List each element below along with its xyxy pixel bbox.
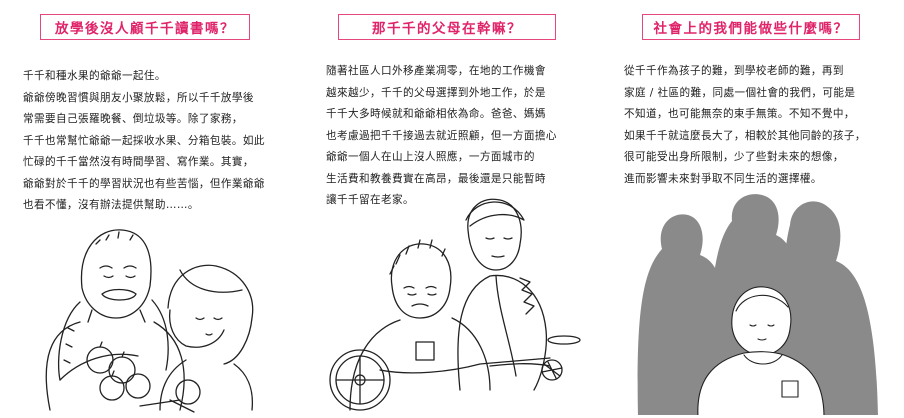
society-crowd-illustration [637,194,878,415]
panel-body: 從千千作為孩子的難，到學校老師的難，再到 家庭 / 社區的難，同處一個社會的我們… [624,61,894,190]
body-line: 爺爺對於千千的學習狀況也有些苦惱，但作業爺爺 [23,177,265,190]
parents-working-illustration [320,190,582,416]
body-line: 越來越少，千千的父母選擇到外地工作，於是 [326,86,546,99]
panel-parents: 那千千的父母在幹嘛？ 隨著社區人口外移產業凋零，在地的工作機會 越來越少，千千的… [300,0,602,418]
body-line: 如果千千就這麼長大了，相較於其他同齡的孩子， [624,129,866,142]
body-line: 進而影響未來對爭取不同生活的選擇權。 [624,172,822,185]
panel-title: 那千千的父母在幹嘛？ [338,14,556,40]
body-line: 家庭 / 社區的難，同處一個社會的我們，可能是 [624,86,856,99]
body-line: 千千和種水果的爺爺一起住。 [23,70,166,82]
panel-society: 社會上的我們能做些什麼嗎？ 從千千作為孩子的難，到學校老師的難，再到 家庭 / … [602,0,904,418]
body-line: 也看不懂，沒有辦法提供幫助……。 [23,199,199,211]
body-line: 爺爺一個人在山上沒人照應，一方面城市的 [326,151,535,163]
grandpa-child-illustration [20,210,280,415]
body-line: 隨著社區人口外移產業凋零，在地的工作機會 [326,65,546,77]
body-line: 讓千千留在老家。 [326,194,414,206]
body-line: 很可能受出身所限制，少了些對未來的想像， [624,151,844,163]
panel-title: 放學後沒人顧千千讀書嗎？ [40,14,250,40]
body-line: 常需要自己張羅晚餐、倒垃圾等。除了家務， [23,113,243,125]
body-line: 也考慮過把千千接過去就近照顧，但一方面擔心 [326,129,557,142]
panel-grandfather: 放學後沒人顧千千讀書嗎？ 千千和種水果的爺爺一起住。 爺爺傍晚習慣與朋友小聚放鬆… [0,0,300,418]
panel-title: 社會上的我們能做些什麼嗎？ [642,14,860,40]
body-line: 不知道，也可能無奈的束手無策。不知不覺中， [624,108,855,120]
body-line: 從千千作為孩子的難，到學校老師的難，再到 [624,65,844,77]
body-line: 生活費和教養費實在高昂，最後還是只能暫時 [326,172,546,185]
panel-body: 千千和種水果的爺爺一起住。 爺爺傍晚習慣與朋友小聚放鬆，所以千千放學後 常需要自… [23,66,291,217]
body-line: 千千也常幫忙爺爺一起採收水果、分箱包裝。如此 [23,134,265,147]
body-line: 忙碌的千千當然沒有時間學習、寫作業。其實， [23,156,254,168]
body-line: 千千大多時候就和爺爺相依為命。爸爸、媽媽 [326,108,546,120]
panel-body: 隨著社區人口外移產業凋零，在地的工作機會 越來越少，千千的父母選擇到外地工作，於… [326,61,590,212]
body-line: 爺爺傍晚習慣與朋友小聚放鬆，所以千千放學後 [23,91,254,104]
